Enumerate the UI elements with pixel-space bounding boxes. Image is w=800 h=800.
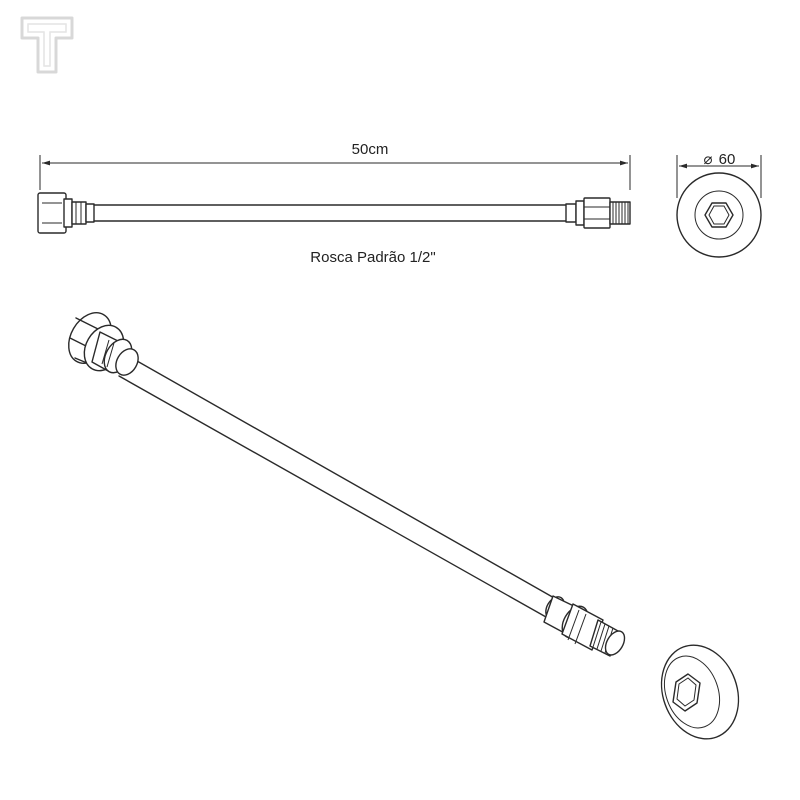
isometric-female-nut — [68, 312, 139, 376]
female-nut — [37, 192, 95, 234]
male-fitting — [565, 197, 631, 229]
t-logo-icon — [20, 16, 74, 74]
isometric-view — [68, 312, 740, 740]
isometric-hose — [118, 356, 557, 618]
diameter-value: 60 — [719, 151, 736, 168]
hose-body — [93, 204, 567, 222]
thread-caption: Rosca Padrão 1/2" — [310, 249, 435, 266]
length-label: 50cm — [352, 141, 389, 158]
isometric-male-fitting — [543, 595, 626, 657]
diameter-symbol: ⌀ — [703, 151, 712, 168]
flange-end-view: ⌀ 60 — [676, 151, 762, 258]
side-view: 50cm — [37, 141, 631, 266]
isometric-flange — [660, 644, 740, 740]
